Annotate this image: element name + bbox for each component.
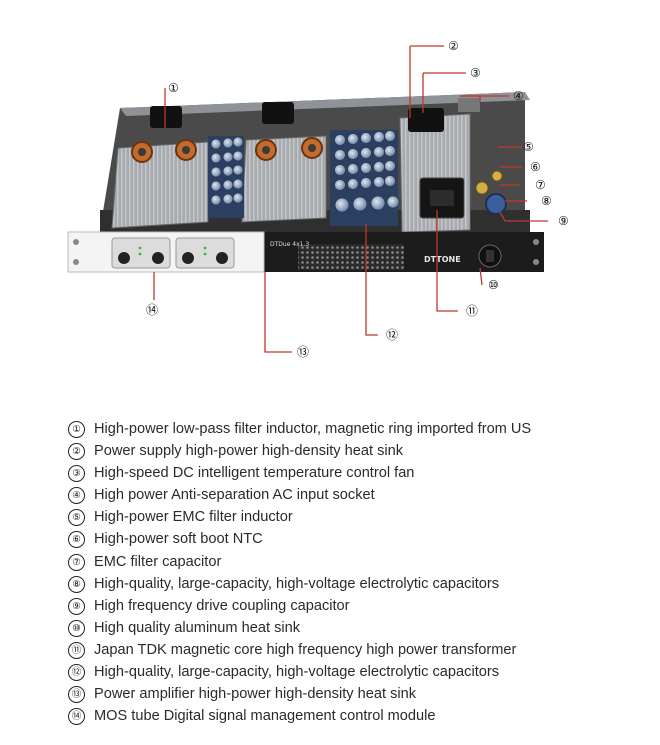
svg-text:③: ③ bbox=[470, 66, 481, 80]
legend-item-5: ⑤ High-power EMC filter inductor bbox=[68, 506, 648, 528]
legend-item-8: ⑧ High-quality, large-capacity, high-volt… bbox=[68, 573, 648, 595]
capacitor-bank-left bbox=[208, 136, 244, 218]
front-panel-model-label: DTDue 4x1.3 bbox=[270, 241, 309, 248]
legend-item-6: ⑥ High-power soft boot NTC bbox=[68, 528, 648, 550]
svg-text:⑦: ⑦ bbox=[535, 178, 546, 192]
svg-text:⑧: ⑧ bbox=[541, 194, 552, 208]
legend-text: High quality aluminum heat sink bbox=[94, 619, 301, 636]
inductor-group bbox=[131, 137, 323, 163]
legend-number: ⑩ bbox=[68, 619, 85, 637]
svg-text:④: ④ bbox=[513, 89, 524, 103]
callout-4: ④ bbox=[513, 89, 524, 103]
legend-number: ③ bbox=[68, 465, 85, 483]
legend-item-12: ⑫ High-quality, large-capacity, high-volt… bbox=[68, 661, 648, 683]
svg-text:⑩: ⑩ bbox=[488, 278, 499, 292]
legend-number: ⑭ bbox=[68, 708, 85, 726]
legend-text: High power Anti-separation AC input sock… bbox=[94, 487, 375, 504]
legend-text: High-speed DC intelligent temperature co… bbox=[94, 465, 415, 482]
callout-9: ⑨ bbox=[558, 214, 569, 228]
svg-text:⑪: ⑪ bbox=[466, 304, 478, 318]
callout-5: ⑤ bbox=[523, 140, 534, 154]
svg-text:⑭: ⑭ bbox=[146, 303, 158, 317]
legend-number: ② bbox=[68, 443, 85, 461]
legend-number: ⑨ bbox=[68, 597, 85, 615]
legend-text: High-power low-pass filter inductor, mag… bbox=[94, 421, 532, 437]
psu-capacitors bbox=[475, 170, 507, 215]
legend-item-7: ⑦ EMC filter capacitor bbox=[68, 551, 648, 573]
callout-11: ⑪ bbox=[466, 304, 478, 318]
amplifier-diagram: DTDue 4x1.3 DTTONE ① ② ③ ④ ⑤ ⑥ ⑦ ⑧ ⑨ ⑩ ⑪… bbox=[67, 39, 569, 359]
transformer bbox=[419, 177, 465, 219]
callout-3: ③ bbox=[470, 66, 481, 80]
legend-number: ⑦ bbox=[68, 553, 85, 571]
svg-text:⑨: ⑨ bbox=[558, 214, 569, 228]
callout-7: ⑦ bbox=[535, 178, 546, 192]
callout-1: ① bbox=[168, 81, 179, 95]
capacitor-bank-center bbox=[330, 130, 400, 226]
legend-number: ⑪ bbox=[68, 641, 85, 659]
brand-logo: DTTONE bbox=[424, 255, 461, 264]
svg-text:⑤: ⑤ bbox=[523, 140, 534, 154]
legend-number: ⑤ bbox=[68, 509, 85, 527]
callout-6: ⑥ bbox=[530, 160, 541, 174]
legend-item-11: ⑪ Japan TDK magnetic core high frequency … bbox=[68, 639, 648, 661]
legend-text: Power amplifier high-power high-density … bbox=[94, 686, 417, 703]
callout-12: ⑫ bbox=[386, 328, 398, 342]
legend-item-13: ⑬ Power amplifier high-power high-density… bbox=[68, 683, 648, 705]
legend-item-3: ③ High-speed DC intelligent temperature c… bbox=[68, 462, 648, 484]
legend-number: ⑬ bbox=[68, 686, 85, 704]
legend-text: High-power EMC filter inductor bbox=[94, 509, 293, 526]
callout-8: ⑧ bbox=[541, 194, 552, 208]
legend-text: MOS tube Digital signal management contr… bbox=[94, 708, 436, 725]
callout-13: ⑬ bbox=[297, 345, 309, 359]
legend-item-10: ⑩ High quality aluminum heat sink bbox=[68, 617, 648, 639]
svg-text:⑬: ⑬ bbox=[297, 345, 309, 359]
front-panel bbox=[67, 231, 544, 273]
legend-text: High-power soft boot NTC bbox=[94, 531, 263, 548]
legend-number: ① bbox=[68, 421, 85, 438]
legend-item-9: ⑨ High frequency drive coupling capacitor bbox=[68, 595, 648, 617]
callout-10: ⑩ bbox=[488, 278, 499, 292]
callout-14: ⑭ bbox=[146, 303, 158, 317]
legend-item-2: ② Power supply high-power high-density he… bbox=[68, 440, 648, 462]
legend-number: ⑧ bbox=[68, 575, 85, 593]
callout-stubs bbox=[410, 45, 509, 97]
callout-2: ② bbox=[448, 39, 459, 53]
svg-text:⑥: ⑥ bbox=[530, 160, 541, 174]
legend-text: High-quality, large-capacity, high-volta… bbox=[94, 575, 500, 592]
legend-number: ⑥ bbox=[68, 531, 85, 549]
legend-text: Power supply high-power high-density hea… bbox=[94, 443, 404, 460]
ac-socket bbox=[458, 98, 480, 112]
legend-text: High frequency drive coupling capacitor bbox=[94, 597, 350, 614]
leader-lines bbox=[153, 46, 548, 353]
legend-item-14: ⑭ MOS tube Digital signal management cont… bbox=[68, 705, 648, 727]
svg-text:⑫: ⑫ bbox=[386, 328, 398, 342]
svg-text:②: ② bbox=[448, 39, 459, 53]
legend-text: High-quality, large-capacity, high-volta… bbox=[94, 664, 500, 681]
callout-legend: ① High-power low-pass filter inductor, ma… bbox=[68, 418, 648, 727]
svg-text:①: ① bbox=[168, 81, 179, 95]
legend-text: EMC filter capacitor bbox=[94, 553, 222, 570]
legend-item-1: ① High-power low-pass filter inductor, ma… bbox=[68, 418, 648, 440]
legend-item-4: ④ High power Anti-separation AC input soc… bbox=[68, 484, 648, 506]
fan bbox=[150, 102, 444, 132]
legend-text: Japan TDK magnetic core high frequency h… bbox=[94, 641, 517, 658]
legend-number: ④ bbox=[68, 487, 85, 505]
legend-number: ⑫ bbox=[68, 664, 85, 682]
